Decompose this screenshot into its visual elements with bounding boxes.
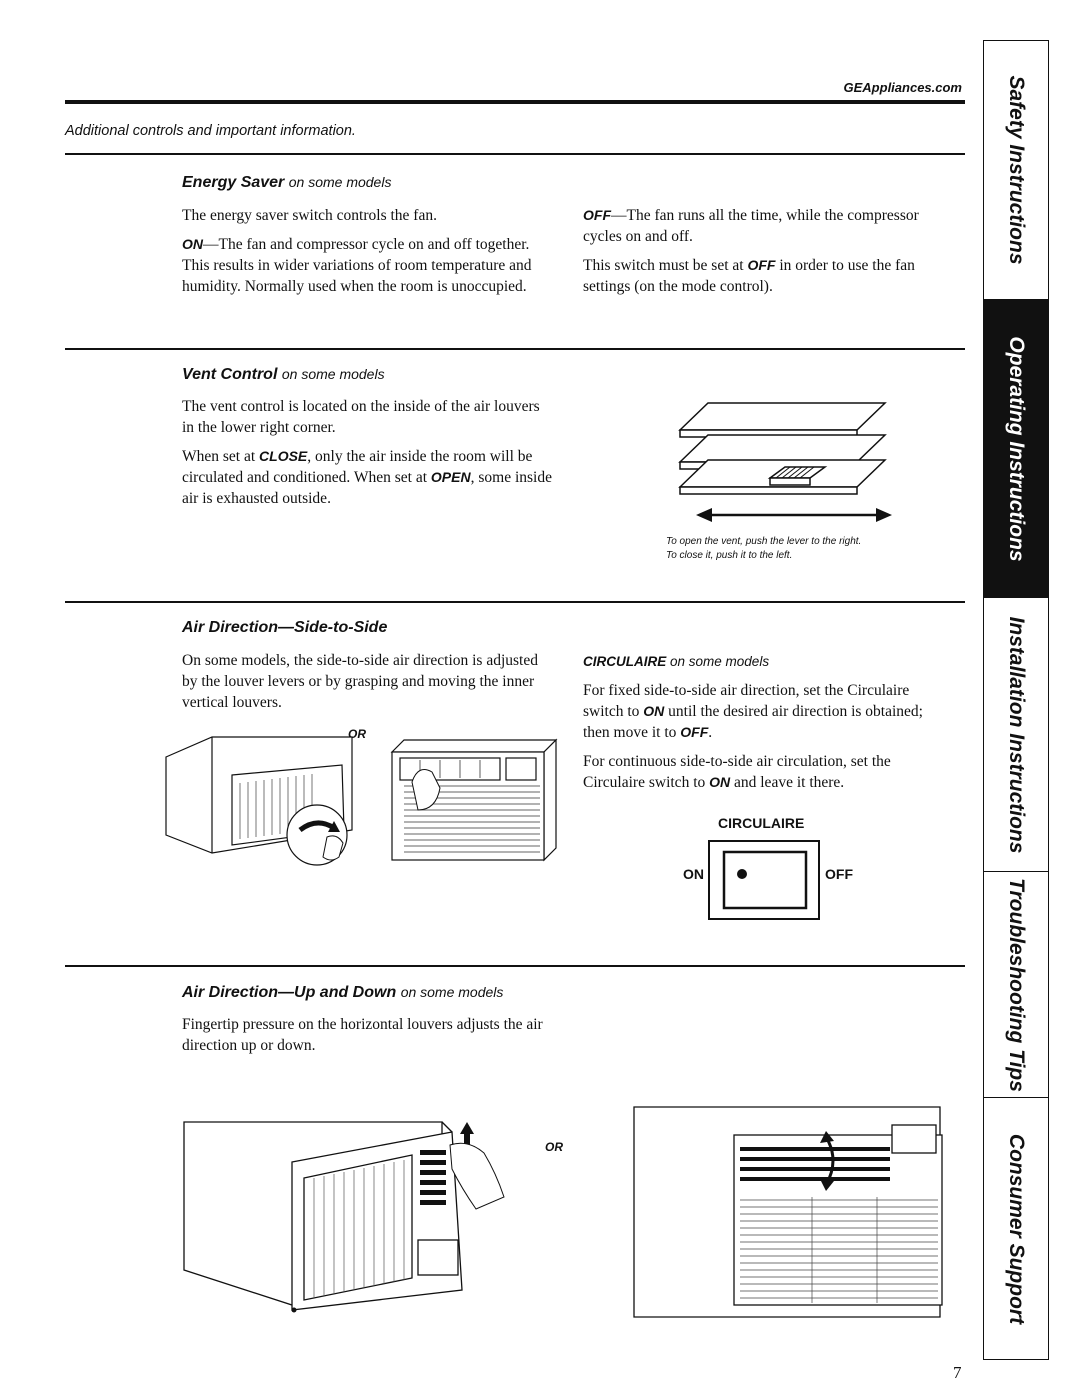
side-to-side-title: Air Direction—Side-to-Side <box>182 619 388 636</box>
side-to-side-text: On some models, the side-to-side air dir… <box>182 652 538 711</box>
vent-control-p1: The vent control is located on the insid… <box>182 398 540 436</box>
section-tabs: Safety Instructions Operating Instructio… <box>983 40 1049 1360</box>
energy-saver-p1: The energy saver switch controls the fan… <box>182 207 437 224</box>
energy-saver-title: Energy Saver <box>182 174 285 191</box>
energy-saver-right: OFF—The fan runs all the time, while the… <box>583 205 923 305</box>
vent-caption: To open the vent, push the lever to the … <box>666 536 862 561</box>
switch-on-label: ON <box>683 866 704 882</box>
circulaire-text: For fixed side-to-side air direction, se… <box>583 680 948 801</box>
circulaire-title: CIRCULAIRE <box>583 654 667 669</box>
or-label: OR <box>545 1140 563 1154</box>
ac-unit-updown-illustration <box>183 1121 505 1313</box>
energy-saver-left: The energy saver switch controls the fan… <box>182 205 542 305</box>
vent-control-text: The vent control is located on the insid… <box>182 396 552 517</box>
vent-control-note: on some models <box>281 366 385 382</box>
circulaire-p2: For continuous side-to-side air circulat… <box>583 753 891 791</box>
up-down-text: Fingertip pressure on the horizontal lou… <box>182 1016 543 1054</box>
section-divider <box>65 601 965 603</box>
website-url: GEAppliances.com <box>843 80 962 95</box>
section-divider <box>65 348 965 350</box>
section-divider <box>65 153 965 155</box>
energy-saver-switch-note: This switch must be set at OFF in order … <box>583 257 915 295</box>
energy-saver-note: on some models <box>288 174 392 190</box>
circulaire-switch[interactable] <box>708 840 820 920</box>
tab-consumer-support[interactable]: Consumer Support <box>984 1097 1048 1360</box>
wall-unit-louver-illustration <box>390 738 558 862</box>
up-down-title: Air Direction—Up and Down <box>182 984 397 1001</box>
energy-saver-heading: Energy Saver on some models <box>182 174 391 192</box>
energy-saver-off: OFF—The fan runs all the time, while the… <box>583 207 919 245</box>
vent-control-heading: Vent Control on some models <box>182 366 385 384</box>
tab-safety-instructions[interactable]: Safety Instructions <box>1005 75 1028 265</box>
switch-indicator-dot <box>737 869 747 879</box>
vent-louver-illustration <box>678 402 892 522</box>
circulaire-note: on some models <box>670 654 770 669</box>
vent-control-title: Vent Control <box>182 366 278 383</box>
section-divider <box>65 965 965 967</box>
wall-unit-updown-illustration <box>633 1106 943 1318</box>
vent-control-p2: When set at CLOSE, only the air inside t… <box>182 448 552 507</box>
circulaire-switch-label: CIRCULAIRE <box>718 815 805 831</box>
switch-off-label: OFF <box>825 866 853 882</box>
up-down-note: on some models <box>400 984 504 1000</box>
circulaire-p1: For fixed side-to-side air direction, se… <box>583 682 923 741</box>
page-number: 7 <box>953 1363 962 1382</box>
intro-text: Additional controls and important inform… <box>65 123 356 139</box>
header-rule <box>65 100 965 104</box>
up-down-heading: Air Direction—Up and Down on some models <box>182 984 503 1002</box>
ac-unit-louver-illustration <box>165 736 353 866</box>
tab-troubleshooting-tips[interactable]: Troubleshooting Tips <box>984 871 1048 1098</box>
circulaire-heading: CIRCULAIRE on some models <box>583 654 769 669</box>
tab-operating-instructions[interactable]: Operating Instructions <box>984 299 1048 598</box>
energy-saver-on: ON—The fan and compressor cycle on and o… <box>182 236 532 295</box>
tab-installation-instructions[interactable]: Installation Instructions <box>984 597 1048 872</box>
